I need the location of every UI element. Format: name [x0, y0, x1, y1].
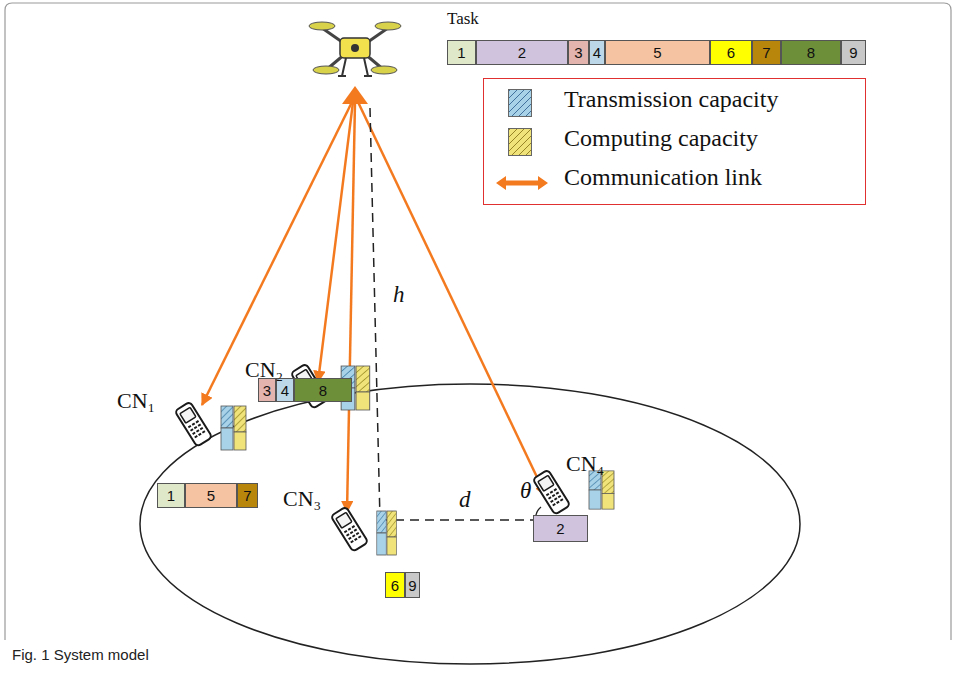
capacity-bars — [377, 511, 397, 555]
block-number: 5 — [207, 487, 215, 504]
capacity-bars — [221, 406, 246, 450]
task-heading: Task — [447, 9, 479, 29]
task-block: 1 — [157, 483, 185, 508]
legend-swatch — [508, 128, 532, 156]
block-number: 1 — [457, 44, 465, 61]
block-number: 2 — [518, 44, 526, 61]
task-block: 6 — [710, 40, 752, 65]
block-number: 1 — [167, 487, 175, 504]
legend-box: Transmission capacityComputing capacityC… — [483, 78, 866, 205]
block-number: 6 — [391, 577, 399, 594]
legend-text: Transmission capacity — [564, 86, 778, 113]
node-phone — [175, 402, 213, 447]
task-block: 2 — [533, 515, 588, 542]
capacity-bars — [589, 471, 614, 509]
node-phone — [533, 470, 571, 515]
task-block: 6 — [385, 572, 405, 598]
block-number: 9 — [408, 577, 416, 594]
block-number: 7 — [762, 44, 770, 61]
legend-arrow — [494, 173, 550, 193]
geometry-symbol: h — [393, 282, 405, 308]
legend-text: Communication link — [564, 164, 762, 191]
block-number: 3 — [574, 44, 582, 61]
geometry-symbol: θ — [520, 478, 531, 504]
link-arrowhead — [342, 86, 368, 104]
block-number: 8 — [807, 44, 815, 61]
node-name: CN₄ — [566, 451, 604, 477]
task-bar: Task123456789 — [447, 40, 866, 65]
figure-caption: Fig. 1 System model — [12, 646, 149, 663]
task-block: 2 — [476, 40, 568, 65]
block-number: 5 — [653, 44, 661, 61]
task-block: 5 — [185, 483, 237, 508]
block-number: 4 — [281, 382, 289, 399]
block-number: 8 — [319, 382, 327, 399]
task-block: 1 — [447, 40, 476, 65]
task-block: 3 — [568, 40, 589, 65]
block-number: 6 — [727, 44, 735, 61]
figure-frame — [5, 3, 951, 640]
task-block: 7 — [752, 40, 781, 65]
block-number: 3 — [263, 382, 271, 399]
task-block: 8 — [781, 40, 841, 65]
task-block: 5 — [605, 40, 710, 65]
block-number: 9 — [849, 44, 857, 61]
drone — [309, 22, 401, 76]
task-block: 9 — [405, 572, 420, 598]
block-number: 7 — [243, 487, 251, 504]
node-name: CN₂ — [245, 357, 283, 383]
task-block: 8 — [294, 378, 352, 402]
block-number: 2 — [556, 520, 564, 537]
geometry-symbol: d — [459, 487, 471, 513]
node-name: CN₃ — [283, 486, 321, 512]
task-block: 7 — [237, 483, 258, 508]
legend-text: Computing capacity — [564, 125, 758, 152]
legend-swatch — [508, 89, 532, 117]
node-phone — [331, 507, 369, 552]
task-block: 9 — [841, 40, 866, 65]
task-block: 4 — [589, 40, 605, 65]
coverage-area — [140, 384, 800, 664]
block-number: 4 — [593, 44, 601, 61]
node-name: CN₁ — [117, 388, 155, 414]
